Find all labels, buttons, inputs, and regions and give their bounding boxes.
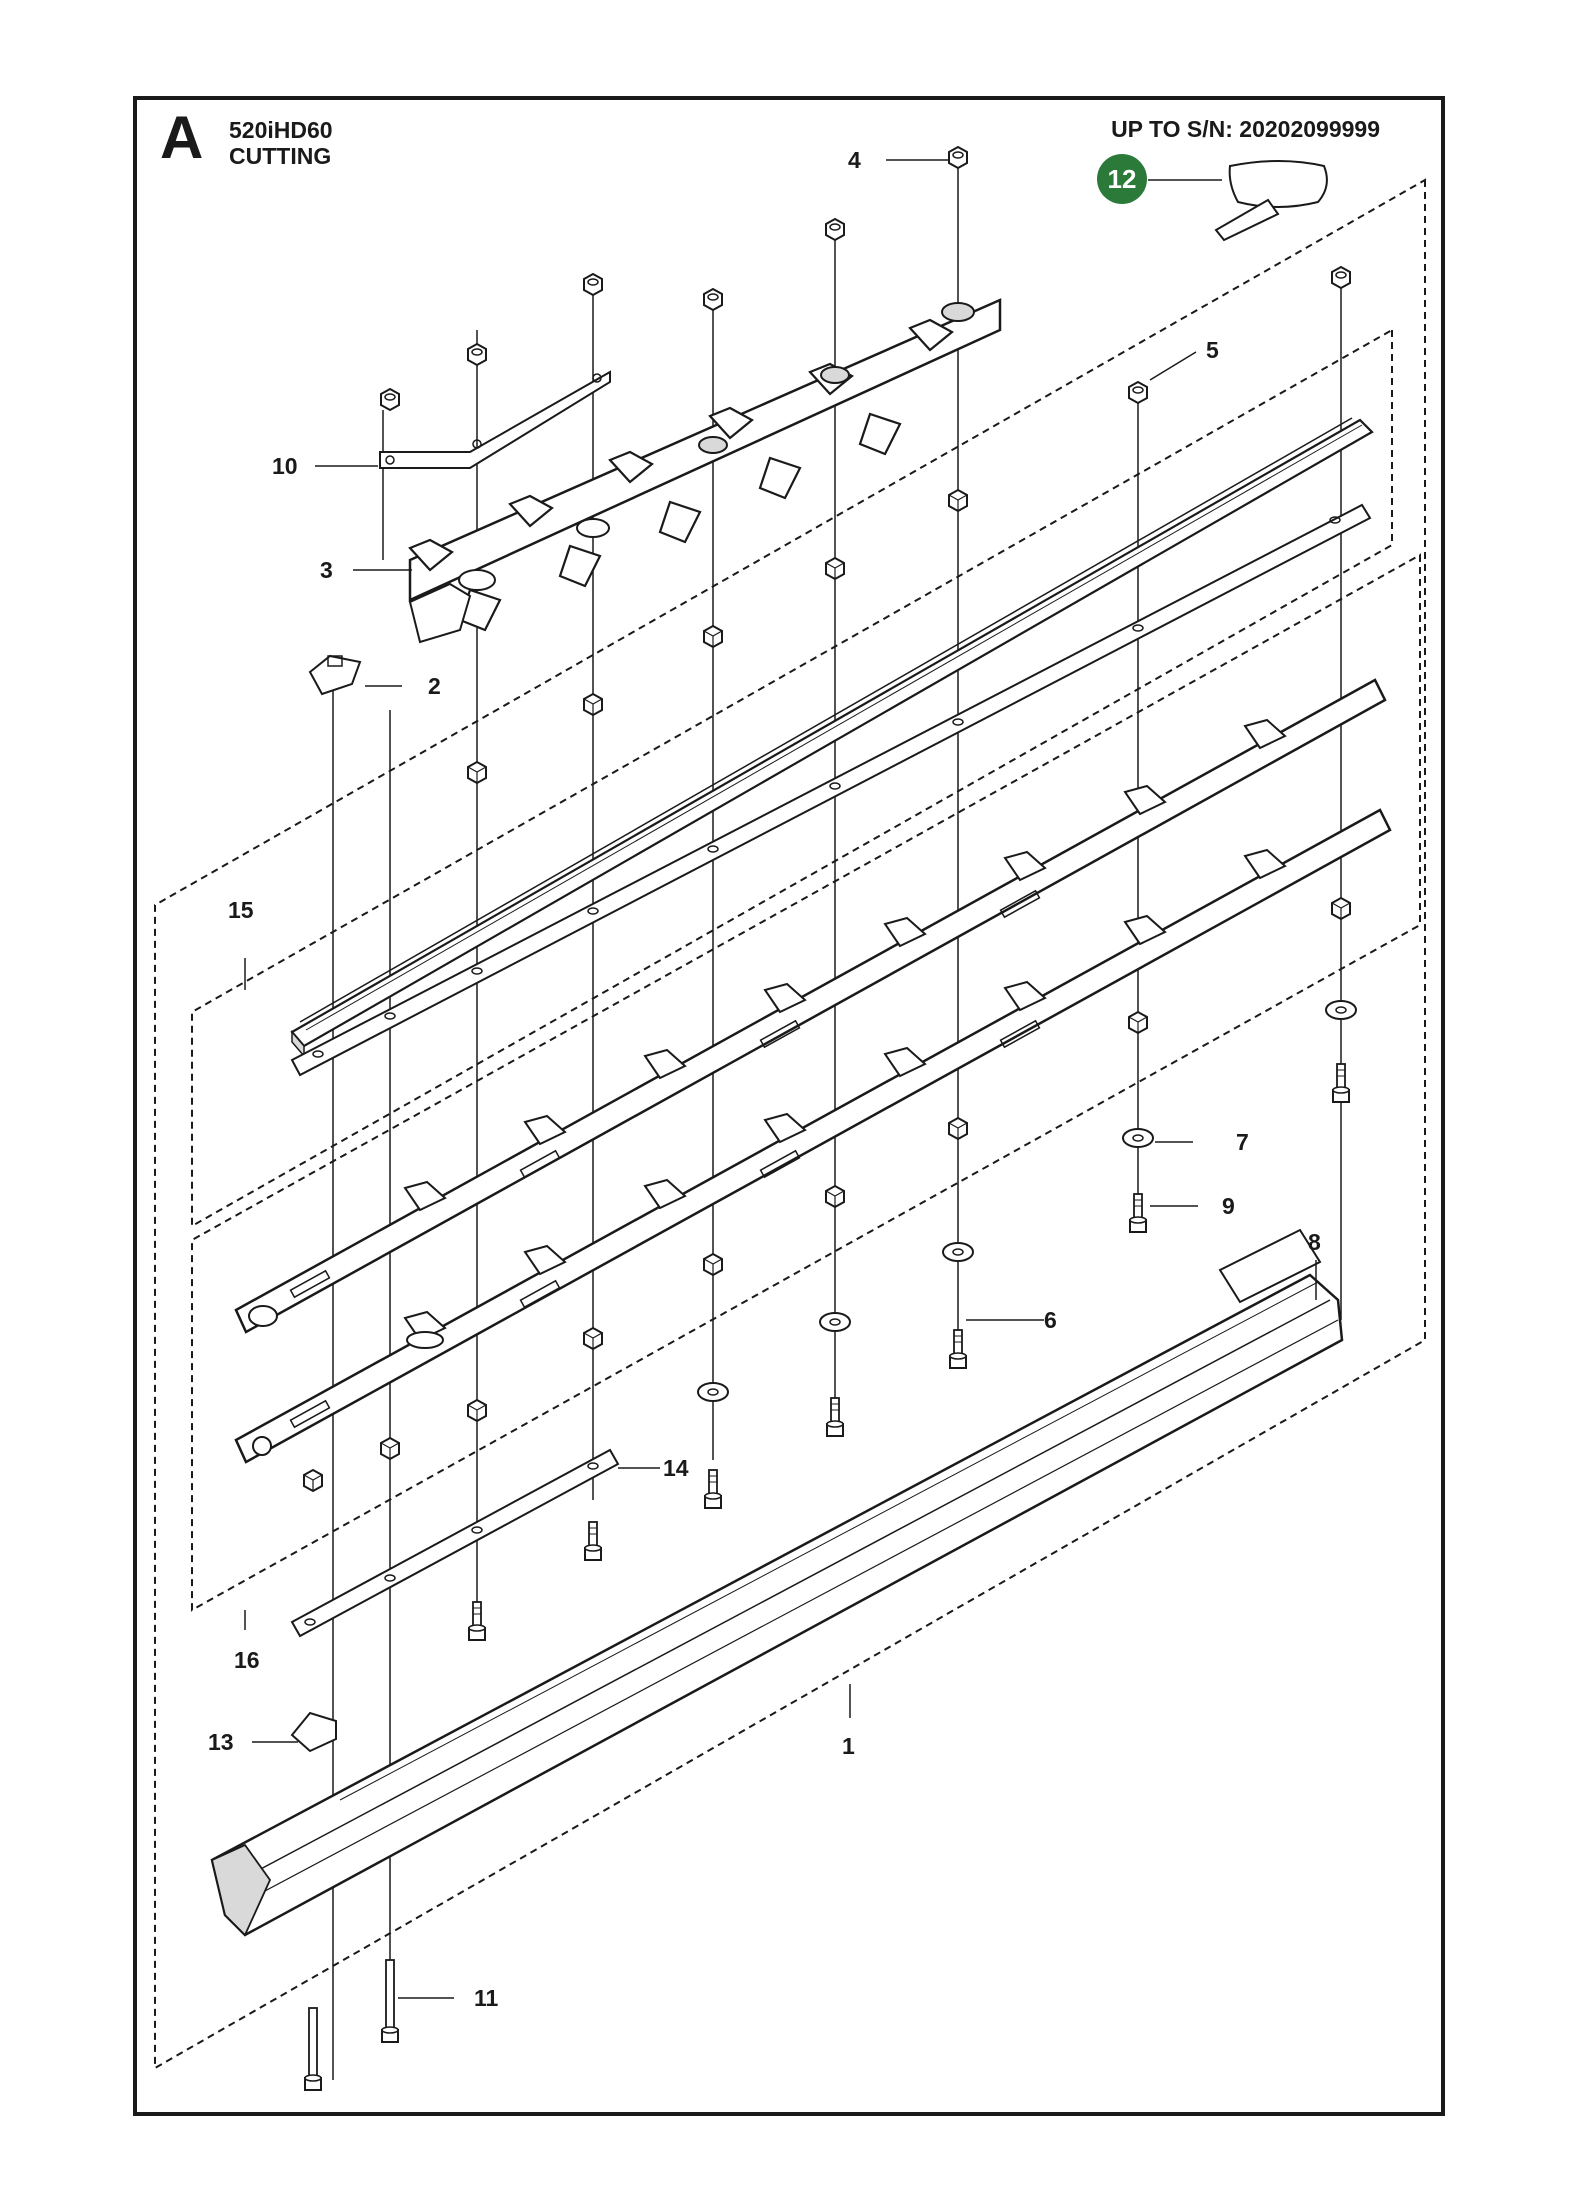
callout-5: 5 (1206, 337, 1219, 363)
callout-14: 14 (663, 1455, 689, 1481)
callout-8: 8 (1308, 1229, 1321, 1255)
callout-13: 13 (208, 1729, 234, 1755)
callout-1: 1 (842, 1733, 855, 1759)
group-name: CUTTING (229, 143, 332, 169)
assembly-boundaries (154, 178, 1426, 2070)
boundary-cutting-assembly (154, 178, 1426, 2070)
callout-2: 2 (428, 673, 441, 699)
leader-lines (244, 159, 1317, 1999)
callout-7: 7 (1236, 1129, 1249, 1155)
serial-range: UP TO S/N: 20202099999 (1111, 116, 1380, 142)
callout-10: 10 (272, 453, 298, 479)
callout-15: 15 (228, 897, 254, 923)
clip (308, 654, 362, 696)
callout-12: 12 (1108, 164, 1137, 194)
page-frame (133, 96, 1445, 2116)
upper-blade (408, 298, 1002, 644)
flat-bar (290, 503, 1372, 1077)
callout-4: 4 (848, 147, 861, 173)
link-plate (379, 370, 611, 469)
blade-guard (210, 1273, 1344, 1937)
lower-plate (290, 1448, 620, 1638)
callouts: 1 2 3 4 5 6 7 8 9 10 11 13 14 15 16 (208, 147, 1321, 2011)
boundary-15 (191, 328, 1393, 1228)
guide-rail (290, 417, 1374, 1059)
callout-9: 9 (1222, 1193, 1235, 1219)
bracket (290, 1711, 337, 1753)
callout-3: 3 (320, 557, 333, 583)
callout-11: 11 (474, 1985, 499, 2011)
model-name: 520iHD60 (229, 117, 333, 143)
section-letter: A (160, 104, 204, 171)
callout-12-badge: 12 (1097, 154, 1147, 204)
callout-6: 6 (1044, 1307, 1057, 1333)
tool-12 (1214, 160, 1328, 242)
callout-16: 16 (234, 1647, 260, 1673)
side-rail (1218, 1228, 1322, 1304)
boundary-16 (191, 553, 1421, 1612)
lower-blades (234, 678, 1392, 1464)
